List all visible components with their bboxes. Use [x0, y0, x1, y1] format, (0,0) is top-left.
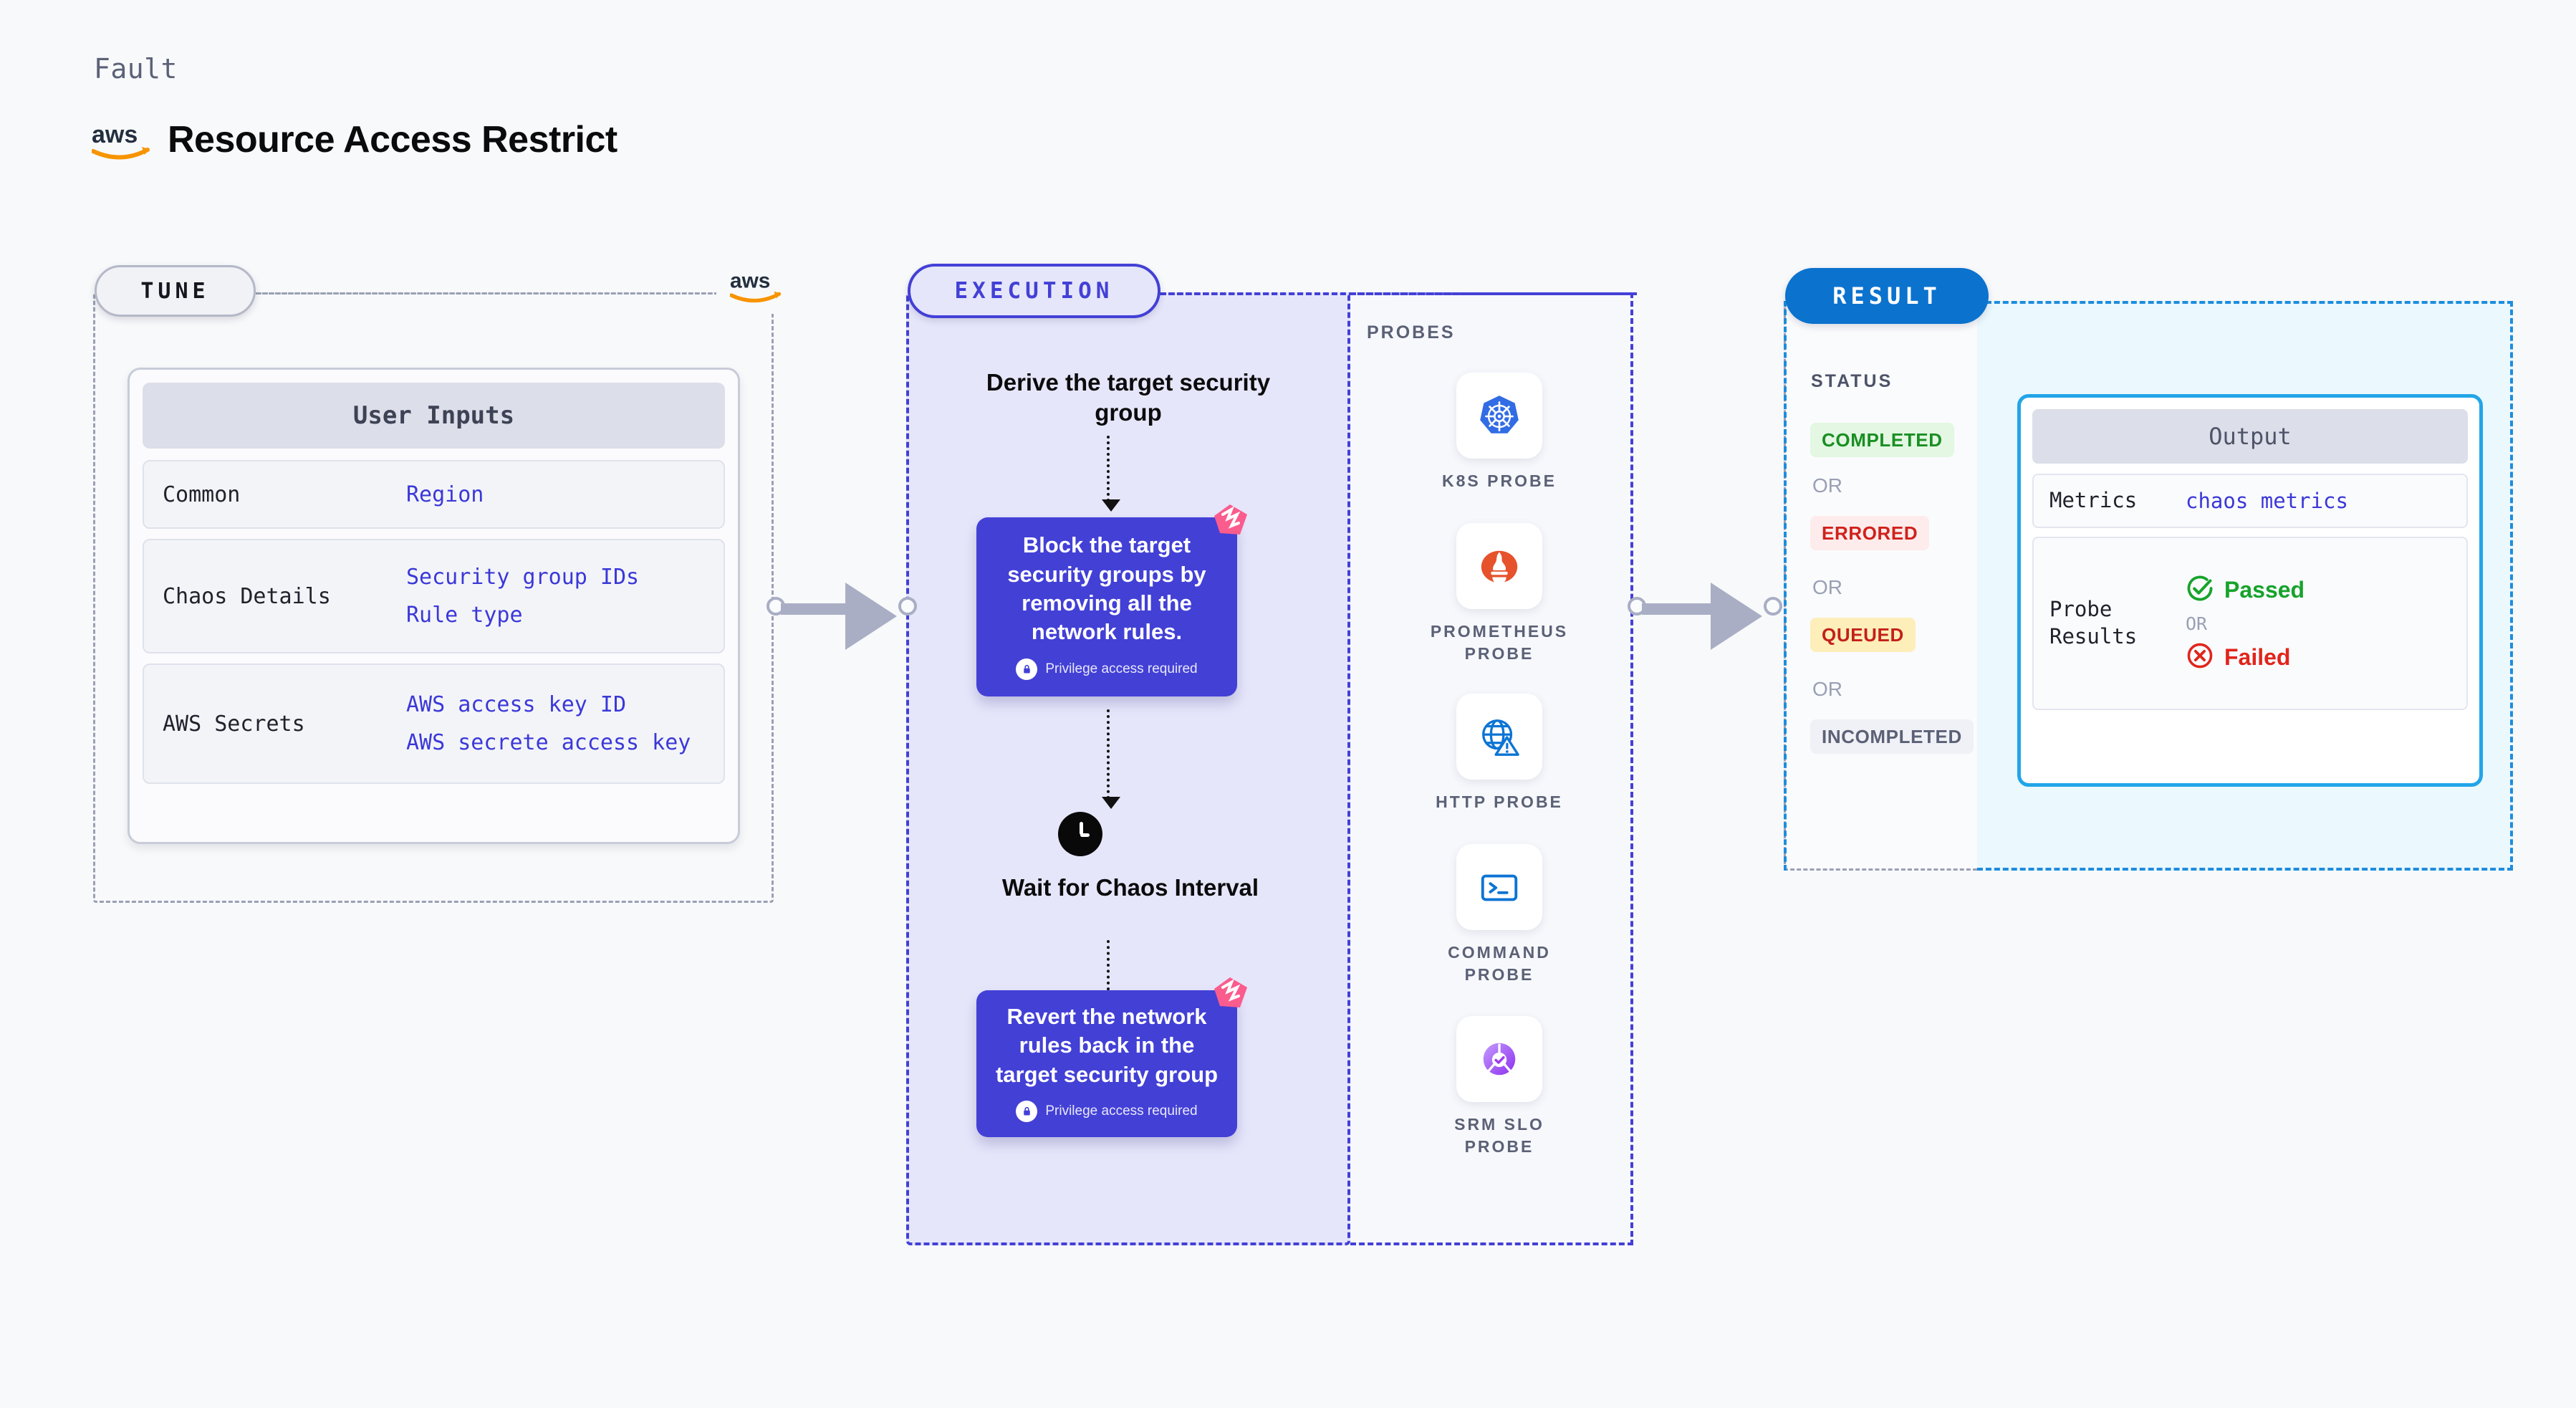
connector-end-dot [898, 597, 917, 616]
chaos-step-revert[interactable]: Revert the network rules back in the tar… [976, 977, 1247, 1137]
output-title: Output [2032, 409, 2468, 464]
aws-logo-icon: aws [91, 120, 150, 160]
input-values: Region [406, 482, 484, 507]
result-stage-badge[interactable]: RESULT [1785, 268, 1989, 324]
lock-icon [1016, 1100, 1038, 1122]
user-inputs-title: User Inputs [143, 383, 725, 449]
input-row-common: Common Region [143, 460, 725, 529]
x-circle-icon [2186, 641, 2214, 674]
probe-failed-label: Failed [2224, 643, 2291, 670]
chaos-step-block[interactable]: Block the target security groups by remo… [976, 504, 1247, 696]
input-value: AWS secrete access key [406, 730, 691, 755]
output-value-metrics: chaos metrics [2186, 489, 2348, 513]
check-circle-icon [2186, 574, 2214, 606]
arrow-right-icon [1711, 583, 1762, 650]
probe-item-command[interactable]: COMMAND PROBE [1417, 844, 1582, 986]
input-values: AWS access key ID AWS secrete access key [406, 692, 691, 755]
input-key: Common [163, 482, 241, 507]
probe-result-or: OR [2186, 613, 2208, 634]
input-row-chaos-details: Chaos Details Security group IDs Rule ty… [143, 539, 725, 653]
fault-kicker: Fault [94, 53, 178, 85]
step-derive-label: Derive the target security group [986, 369, 1271, 426]
svg-text:aws: aws [92, 121, 138, 148]
status-badge-errored: ERRORED [1810, 516, 1930, 550]
result-left-dashed-edge [1784, 301, 1787, 871]
input-row-aws-secrets: AWS Secrets AWS access key ID AWS secret… [143, 664, 725, 784]
tune-aws-logo-icon: aws [716, 257, 795, 314]
prometheus-icon [1456, 523, 1542, 609]
connector-execution-to-result [1628, 583, 1789, 650]
probes-title: PROBES [1367, 322, 1456, 343]
status-badge-incompleted: INCOMPLETED [1810, 719, 1974, 754]
user-inputs-card: User Inputs Common Region Chaos Details … [128, 368, 740, 844]
wait-clock-icon [1058, 812, 1102, 856]
probe-label: HTTP PROBE [1436, 792, 1563, 811]
probe-item-srm-slo[interactable]: SRM SLO PROBE [1417, 1016, 1582, 1158]
chaos-step-text: Block the target security groups by remo… [1007, 532, 1206, 645]
srm-slo-icon [1456, 1016, 1542, 1102]
kubernetes-icon [1456, 373, 1542, 459]
flow-arrow-1 [1102, 436, 1120, 512]
input-value: Region [406, 482, 484, 507]
status-badge-queued: QUEUED [1810, 618, 1916, 652]
status-badge-completed: COMPLETED [1810, 423, 1954, 457]
input-key: AWS Secrets [163, 711, 305, 737]
probe-item-k8s[interactable]: K8S PROBE [1417, 373, 1582, 492]
probe-label: COMMAND PROBE [1448, 943, 1551, 985]
flow-arrow-2 [1102, 709, 1120, 809]
lock-icon [1016, 658, 1038, 680]
harness-logo-icon [1213, 503, 1249, 536]
input-values: Security group IDs Rule type [406, 565, 639, 628]
connector-tune-to-execution [766, 583, 917, 650]
input-value: AWS access key ID [406, 692, 627, 717]
status-or-1: OR [1812, 474, 1842, 497]
output-key: Metrics [2049, 488, 2138, 513]
probe-result-passed: Passed [2186, 574, 2305, 606]
output-key: Probe Results [2049, 597, 2138, 648]
input-value: Security group IDs [406, 565, 640, 590]
privilege-text: Privilege access required [1045, 1103, 1198, 1119]
fault-title-row: aws Resource Access Restrict [91, 118, 617, 161]
privilege-note: Privilege access required [1016, 1100, 1198, 1122]
probe-item-prometheus[interactable]: PROMETHEUS PROBE [1417, 523, 1582, 665]
status-section-title: STATUS [1811, 371, 1893, 391]
harness-logo-icon [1213, 976, 1249, 1009]
probe-item-http[interactable]: HTTP PROBE [1417, 694, 1582, 813]
chaos-step-text: Revert the network rules back in the tar… [995, 1004, 1219, 1087]
execution-stage-badge[interactable]: EXECUTION [908, 264, 1160, 318]
terminal-icon [1456, 844, 1542, 930]
output-row-probe-results: Probe Results Passed OR [2032, 537, 2468, 710]
arrow-right-icon [845, 583, 897, 650]
page-title: Resource Access Restrict [168, 119, 617, 161]
input-key: Chaos Details [163, 583, 331, 609]
probe-label: K8S PROBE [1442, 471, 1557, 490]
tune-stage-badge[interactable]: TUNE [95, 265, 256, 317]
output-row-metrics: Metrics chaos metrics [2032, 474, 2468, 528]
probe-label: SRM SLO PROBE [1454, 1115, 1544, 1156]
status-or-3: OR [1812, 678, 1842, 700]
privilege-note: Privilege access required [1016, 658, 1198, 680]
connector-end-dot [1764, 597, 1782, 616]
svg-text:aws: aws [730, 269, 770, 293]
input-value: Rule type [406, 603, 523, 628]
tune-top-dashed-line [256, 292, 757, 294]
probe-result-failed: Failed [2186, 641, 2305, 674]
execution-top-dashed-line [1160, 292, 1637, 295]
wait-interval-label: Wait for Chaos Interval [1001, 874, 1259, 901]
status-or-2: OR [1812, 576, 1842, 598]
probe-result-values: Passed OR Failed [2186, 574, 2305, 674]
http-globe-warning-icon [1456, 694, 1542, 780]
probe-label: PROMETHEUS PROBE [1430, 622, 1569, 664]
output-card: Output Metrics chaos metrics Probe Resul… [2017, 394, 2483, 787]
privilege-text: Privilege access required [1045, 661, 1198, 676]
probe-passed-label: Passed [2224, 576, 2305, 603]
